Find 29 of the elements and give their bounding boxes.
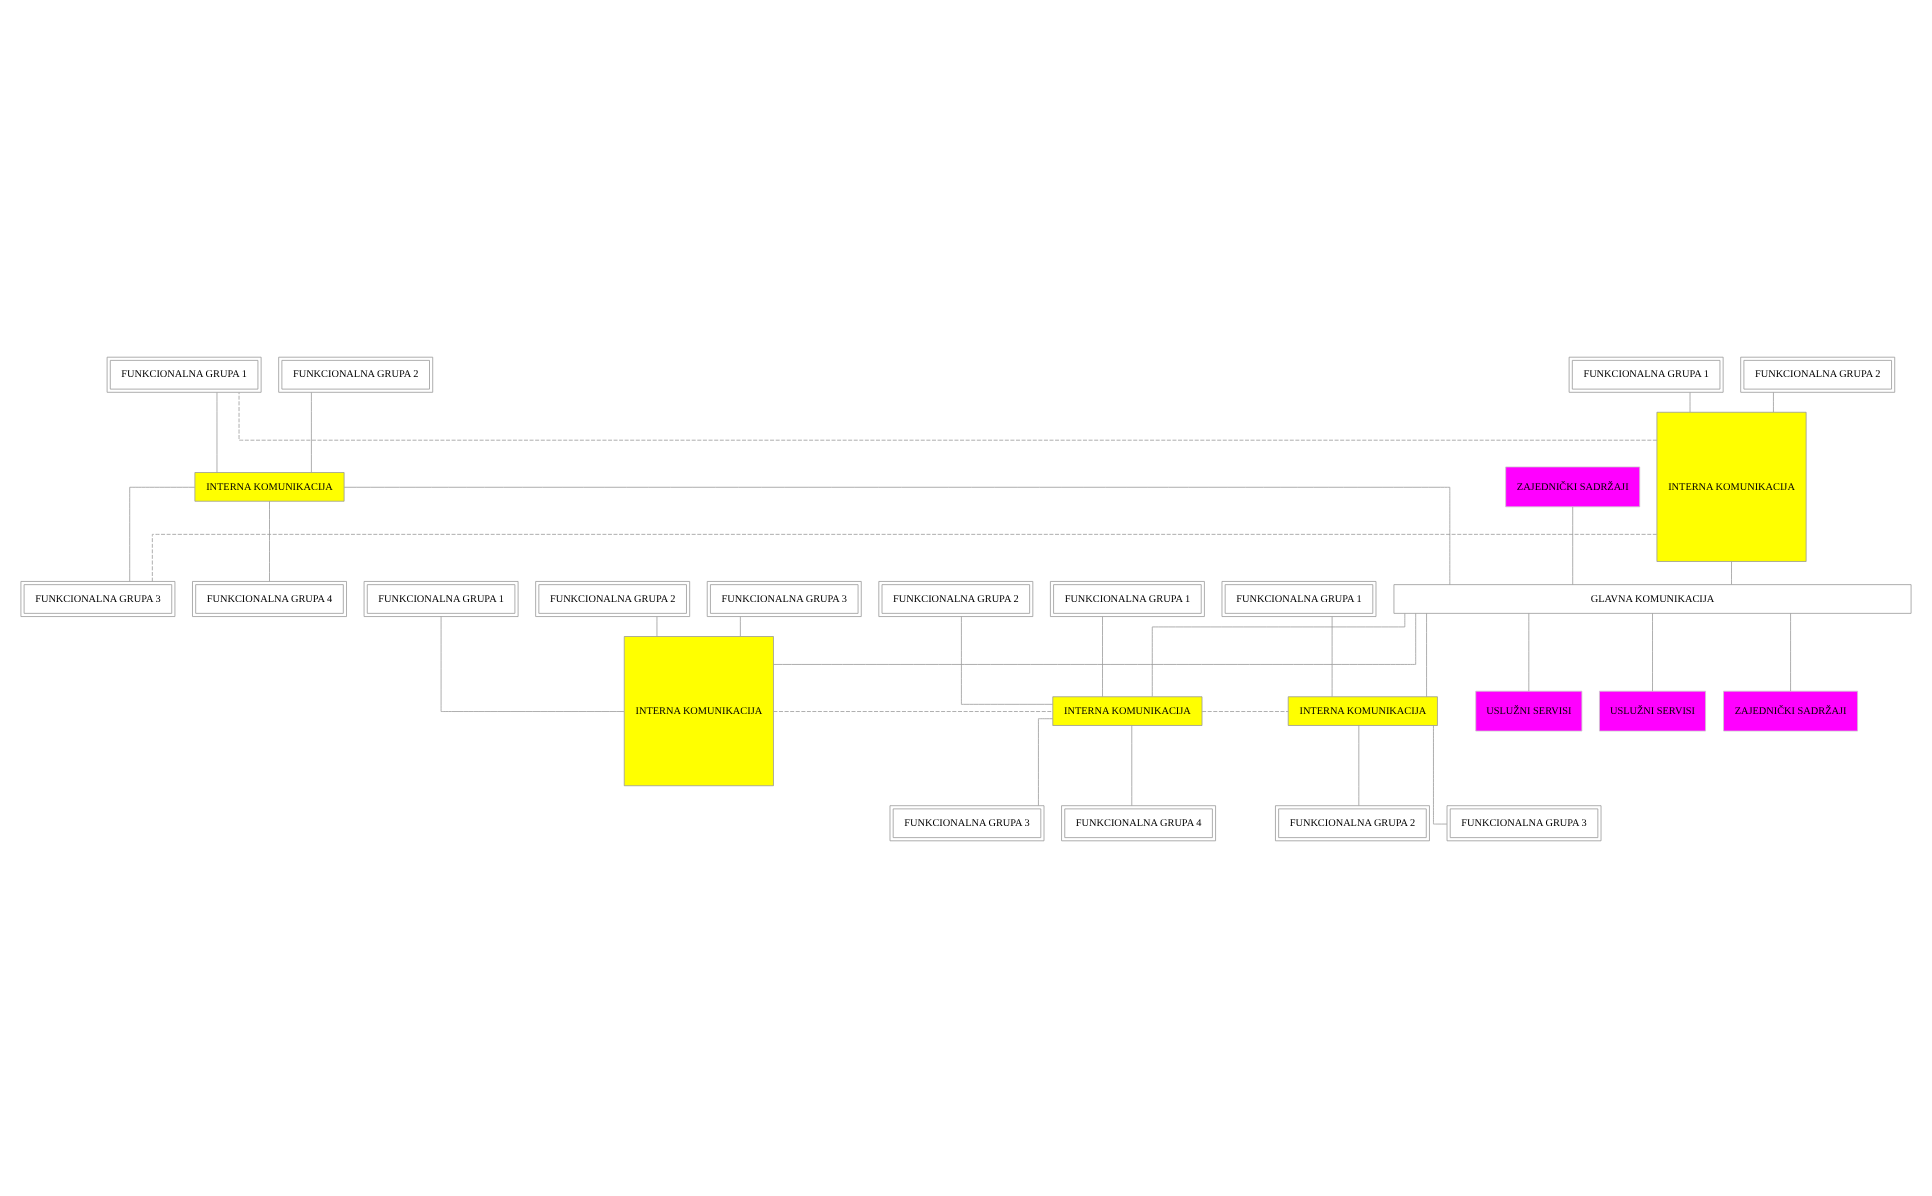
connector: [739, 615, 741, 636]
connector: [1151, 612, 1406, 696]
connector: [1652, 612, 1653, 691]
connector: [311, 391, 312, 472]
connector: [1528, 612, 1530, 691]
connector: [343, 485, 1451, 584]
connector: [238, 391, 1658, 440]
connector: [656, 615, 658, 636]
connector: [1572, 505, 1574, 584]
connector: [1426, 612, 1427, 697]
connector: [1131, 724, 1133, 805]
connector: [773, 612, 1417, 664]
connector: [1331, 615, 1333, 697]
connector: [151, 532, 1658, 581]
connector: [1038, 717, 1054, 805]
connector: [1433, 724, 1448, 824]
connector: [1689, 391, 1691, 412]
connector: [216, 391, 218, 472]
connector: [773, 710, 1053, 711]
connector: [1358, 724, 1360, 805]
connector: [961, 615, 1054, 704]
connector: [129, 485, 196, 581]
connector: [1201, 710, 1289, 711]
connector: [1731, 560, 1732, 584]
connector: [269, 499, 270, 581]
connector: [1773, 391, 1774, 412]
connector: [1790, 612, 1791, 691]
connector: [440, 615, 625, 711]
connector: [1102, 615, 1103, 697]
